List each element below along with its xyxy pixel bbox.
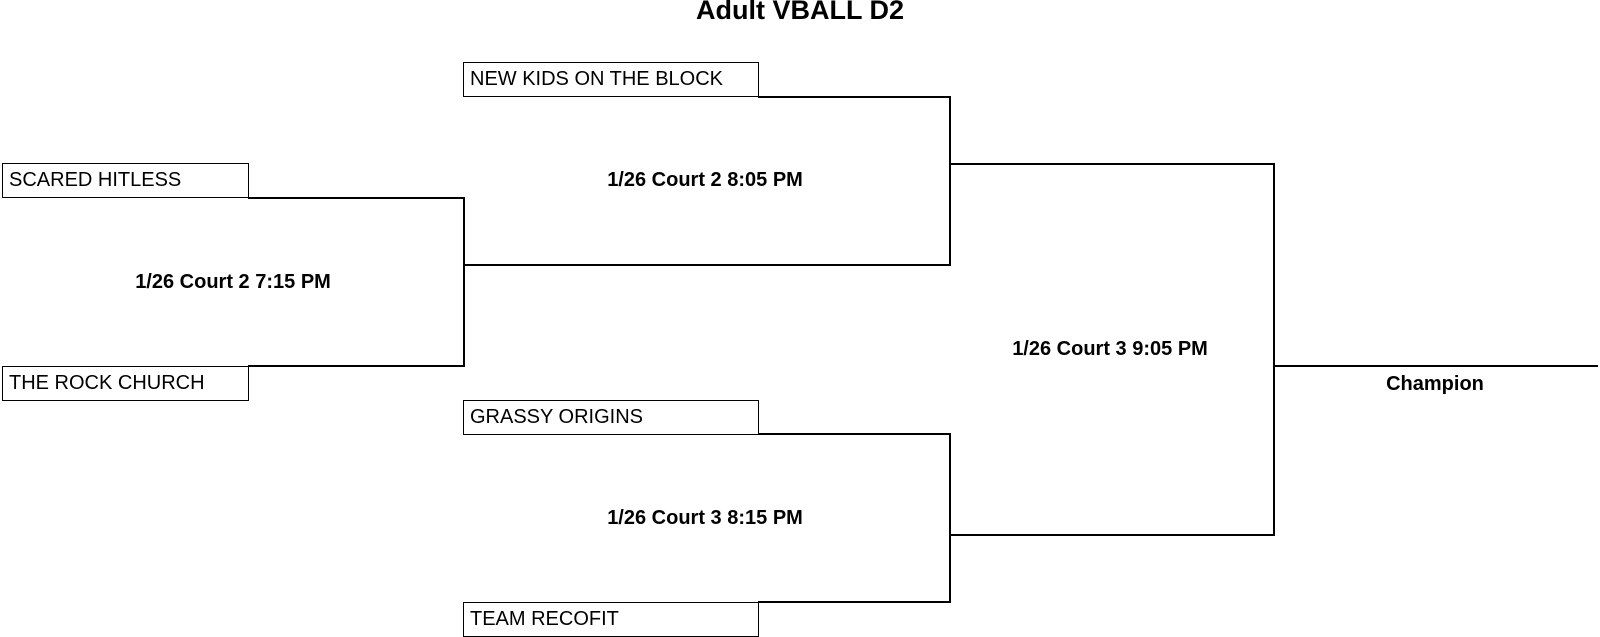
connector-r1-bottom bbox=[248, 365, 464, 367]
connector-r1-vertical bbox=[463, 197, 465, 367]
connector-r2a-top bbox=[758, 96, 951, 98]
match-label-r2-bottom: 1/26 Court 3 8:15 PM bbox=[607, 507, 803, 529]
team-box-the-rock-church: THE ROCK CHURCH bbox=[2, 366, 249, 401]
connector-r2b-bottom bbox=[758, 601, 951, 603]
team-box-scared-hitless: SCARED HITLESS bbox=[2, 163, 249, 198]
connector-r2a-vertical bbox=[949, 96, 951, 266]
match-label-final: 1/26 Court 3 9:05 PM bbox=[1012, 338, 1208, 360]
connector-final-vertical bbox=[1273, 163, 1275, 536]
champion-line bbox=[1273, 365, 1598, 367]
match-label-r2-top: 1/26 Court 2 8:05 PM bbox=[607, 169, 803, 191]
bracket-title: Adult VBALL D2 bbox=[696, 0, 904, 25]
team-box-team-recofit: TEAM RECOFIT bbox=[463, 602, 759, 637]
connector-final-top bbox=[949, 163, 1275, 165]
connector-r2b-vertical bbox=[949, 433, 951, 603]
champion-label: Champion bbox=[1386, 373, 1484, 395]
connector-r2a-bottom bbox=[463, 264, 951, 266]
connector-r1-top bbox=[248, 197, 464, 199]
match-label-r1: 1/26 Court 2 7:15 PM bbox=[135, 271, 331, 293]
connector-final-bottom bbox=[949, 534, 1275, 536]
team-box-new-kids-on-the-block: NEW KIDS ON THE BLOCK bbox=[463, 62, 759, 97]
connector-r2b-top bbox=[758, 433, 951, 435]
team-box-grassy-origins: GRASSY ORIGINS bbox=[463, 400, 759, 435]
